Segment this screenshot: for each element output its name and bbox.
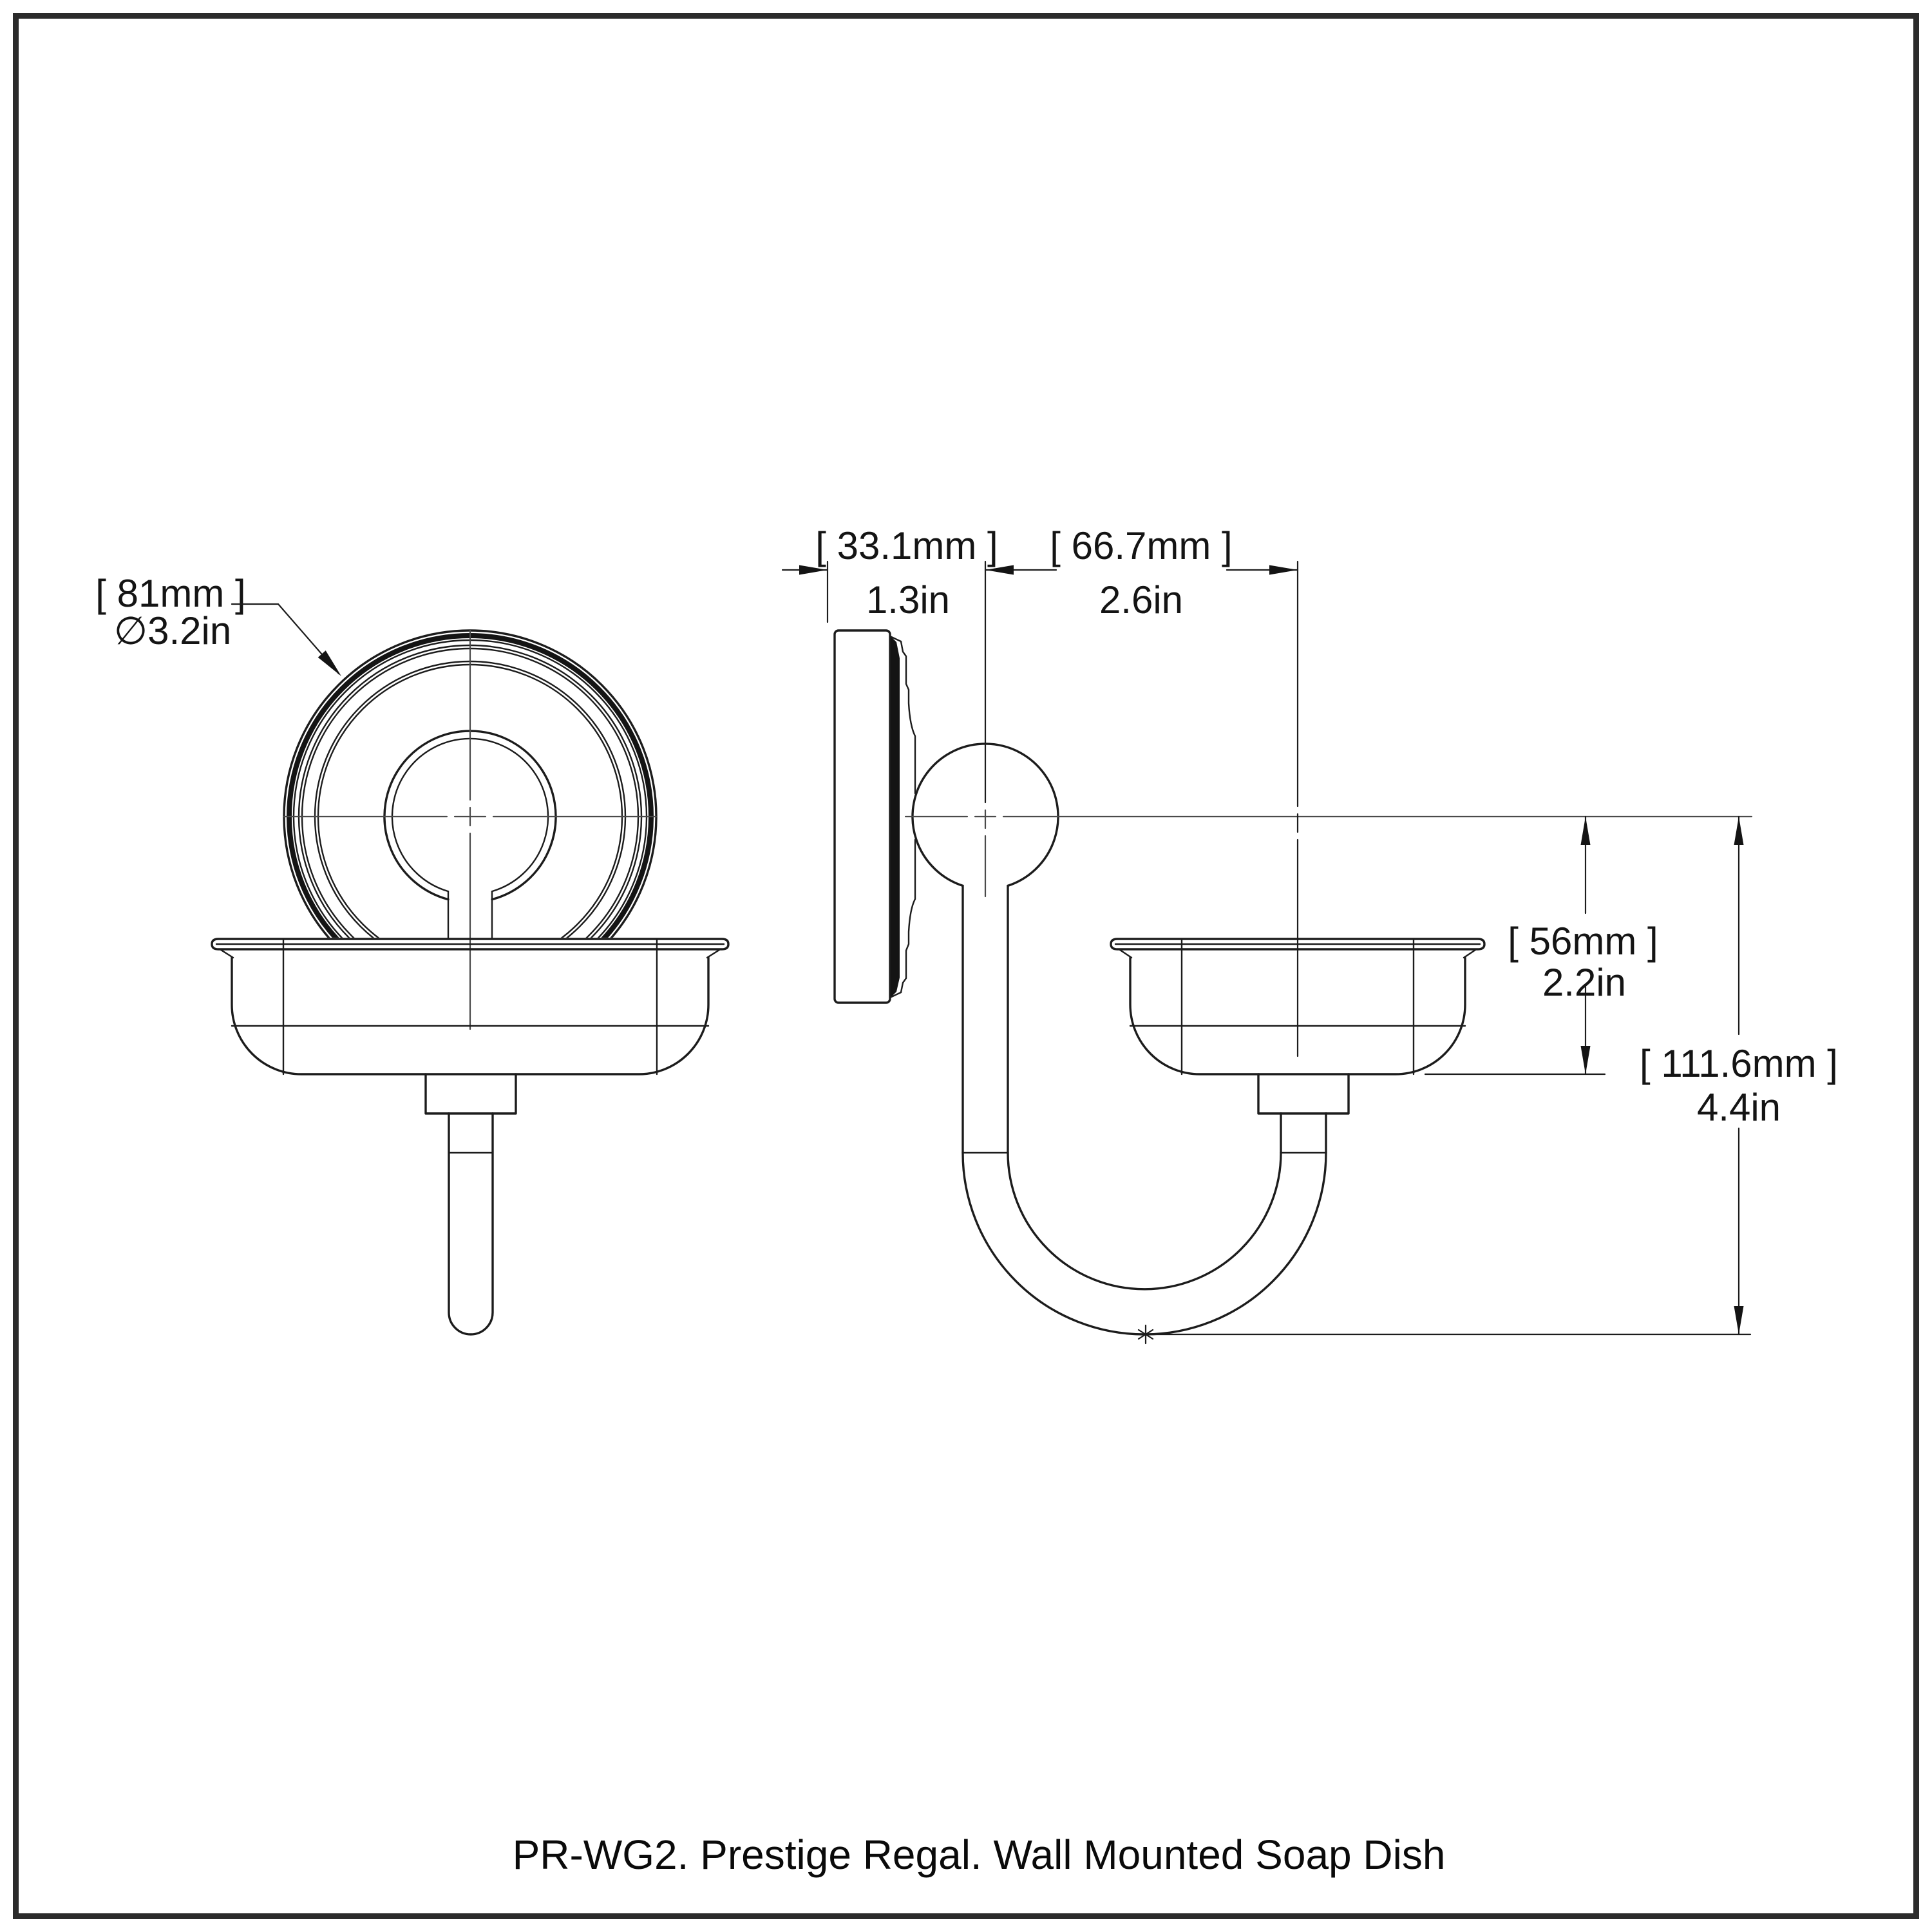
- dim-total-drop-metric: [ 111.6mm ]: [1640, 1042, 1838, 1085]
- wall-plate: [833, 629, 891, 1004]
- dim-dish-drop-metric: [ 56mm ]: [1508, 920, 1658, 963]
- backplate-profile: [889, 635, 916, 999]
- dimension-dish-offset: [ 66.7mm ] 2.6in: [984, 524, 1299, 1057]
- side-hook: [961, 884, 1350, 1336]
- dim-diameter-imperial: ∅3.2in: [114, 609, 231, 652]
- front-dish-bowl: [231, 938, 710, 1075]
- front-centerlines: [283, 629, 658, 1030]
- leader-line: [231, 603, 340, 675]
- dim-dish-offset-imperial: 2.6in: [1099, 578, 1183, 621]
- front-hook-stem: [424, 1073, 517, 1336]
- dim-dish-offset-metric: [ 66.7mm ]: [1050, 524, 1232, 567]
- dim-diameter-metric: [ 81mm ]: [95, 572, 245, 615]
- dim-wall-offset-metric: [ 33.1mm ]: [815, 524, 998, 567]
- dim-wall-offset-imperial: 1.3in: [866, 578, 950, 621]
- dim-total-drop-imperial: 4.4in: [1697, 1086, 1781, 1129]
- drawing-caption: PR-WG2. Prestige Regal. Wall Mounted Soa…: [513, 1832, 1446, 1878]
- dimension-dish-drop: [ 56mm ] 2.2in: [1424, 815, 1658, 1075]
- dimension-diameter: [ 81mm ] ∅3.2in: [95, 572, 341, 676]
- side-dish: [1110, 938, 1486, 1075]
- front-dish-rim: [211, 938, 730, 959]
- page-border: [13, 13, 1919, 1919]
- front-view: [211, 629, 730, 1336]
- dimension-total-drop: [ 111.6mm ] 4.4in: [1144, 815, 1838, 1336]
- dimension-wall-offset: [ 33.1mm ] 1.3in: [781, 524, 998, 623]
- side-centerlines: [904, 809, 1753, 898]
- dim-dish-drop-imperial: 2.2in: [1542, 961, 1626, 1004]
- leader-arrow-icon: [317, 650, 341, 676]
